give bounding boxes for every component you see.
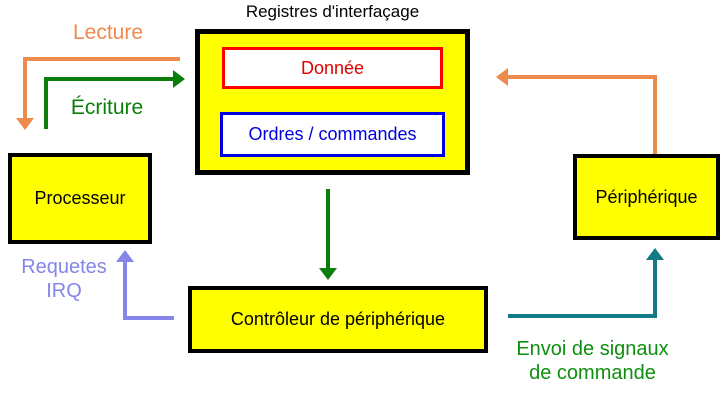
controleur-box: Contrôleur de périphérique: [188, 286, 488, 353]
lecture-arrow-horizontal: [23, 57, 180, 61]
lecture-arrow-vertical: [23, 57, 27, 119]
donnee-box: Donnée: [222, 47, 443, 89]
ordres-box: Ordres / commandes: [220, 112, 445, 157]
lecture-arrowhead-down-icon: [16, 118, 34, 130]
donnee-label: Donnée: [300, 57, 365, 78]
envoi-commande-label: Envoi de signaux de commande: [495, 337, 690, 385]
irq-arrowhead-up-icon: [116, 250, 134, 262]
ecriture-arrow-horizontal: [44, 77, 173, 81]
peripherique-to-registres-arrow-horizontal: [508, 75, 657, 79]
controleur-label: Contrôleur de périphérique: [230, 309, 446, 329]
ecriture-label: Écriture: [70, 96, 144, 119]
processeur-box: Processeur: [8, 153, 152, 244]
envoi-commande-label-line2: de commande: [529, 362, 656, 384]
ordres-label: Ordres / commandes: [248, 124, 417, 144]
registres-to-controleur-arrow-vertical: [326, 189, 330, 269]
processeur-label: Processeur: [34, 188, 126, 208]
diagram-title: Registres d'interfaçage: [245, 2, 420, 21]
controleur-to-peripherique-arrowhead-up-icon: [646, 248, 664, 260]
ecriture-arrowhead-right-icon: [173, 70, 185, 88]
envoi-commande-label-line1: Envoi de signaux: [516, 338, 669, 360]
controleur-to-peripherique-arrow-horizontal: [508, 314, 657, 318]
irq-arrow-vertical: [123, 262, 127, 320]
peripherique-label: Périphérique: [595, 186, 698, 207]
peripherique-to-registres-arrowhead-left-icon: [496, 68, 508, 86]
peripherique-to-registres-arrow-vertical: [653, 75, 657, 154]
requetes-irq-label-line2: IRQ: [46, 280, 82, 302]
peripherique-box: Périphérique: [573, 154, 720, 240]
irq-arrow-horizontal: [123, 316, 174, 320]
controleur-to-peripherique-arrow-vertical: [653, 260, 657, 318]
lecture-label: Lecture: [72, 21, 144, 44]
requetes-irq-label: Requetes IRQ: [8, 255, 120, 303]
requetes-irq-label-line1: Requetes: [21, 256, 107, 278]
ecriture-arrow-vertical: [44, 77, 48, 129]
registres-to-controleur-arrowhead-down-icon: [319, 268, 337, 280]
